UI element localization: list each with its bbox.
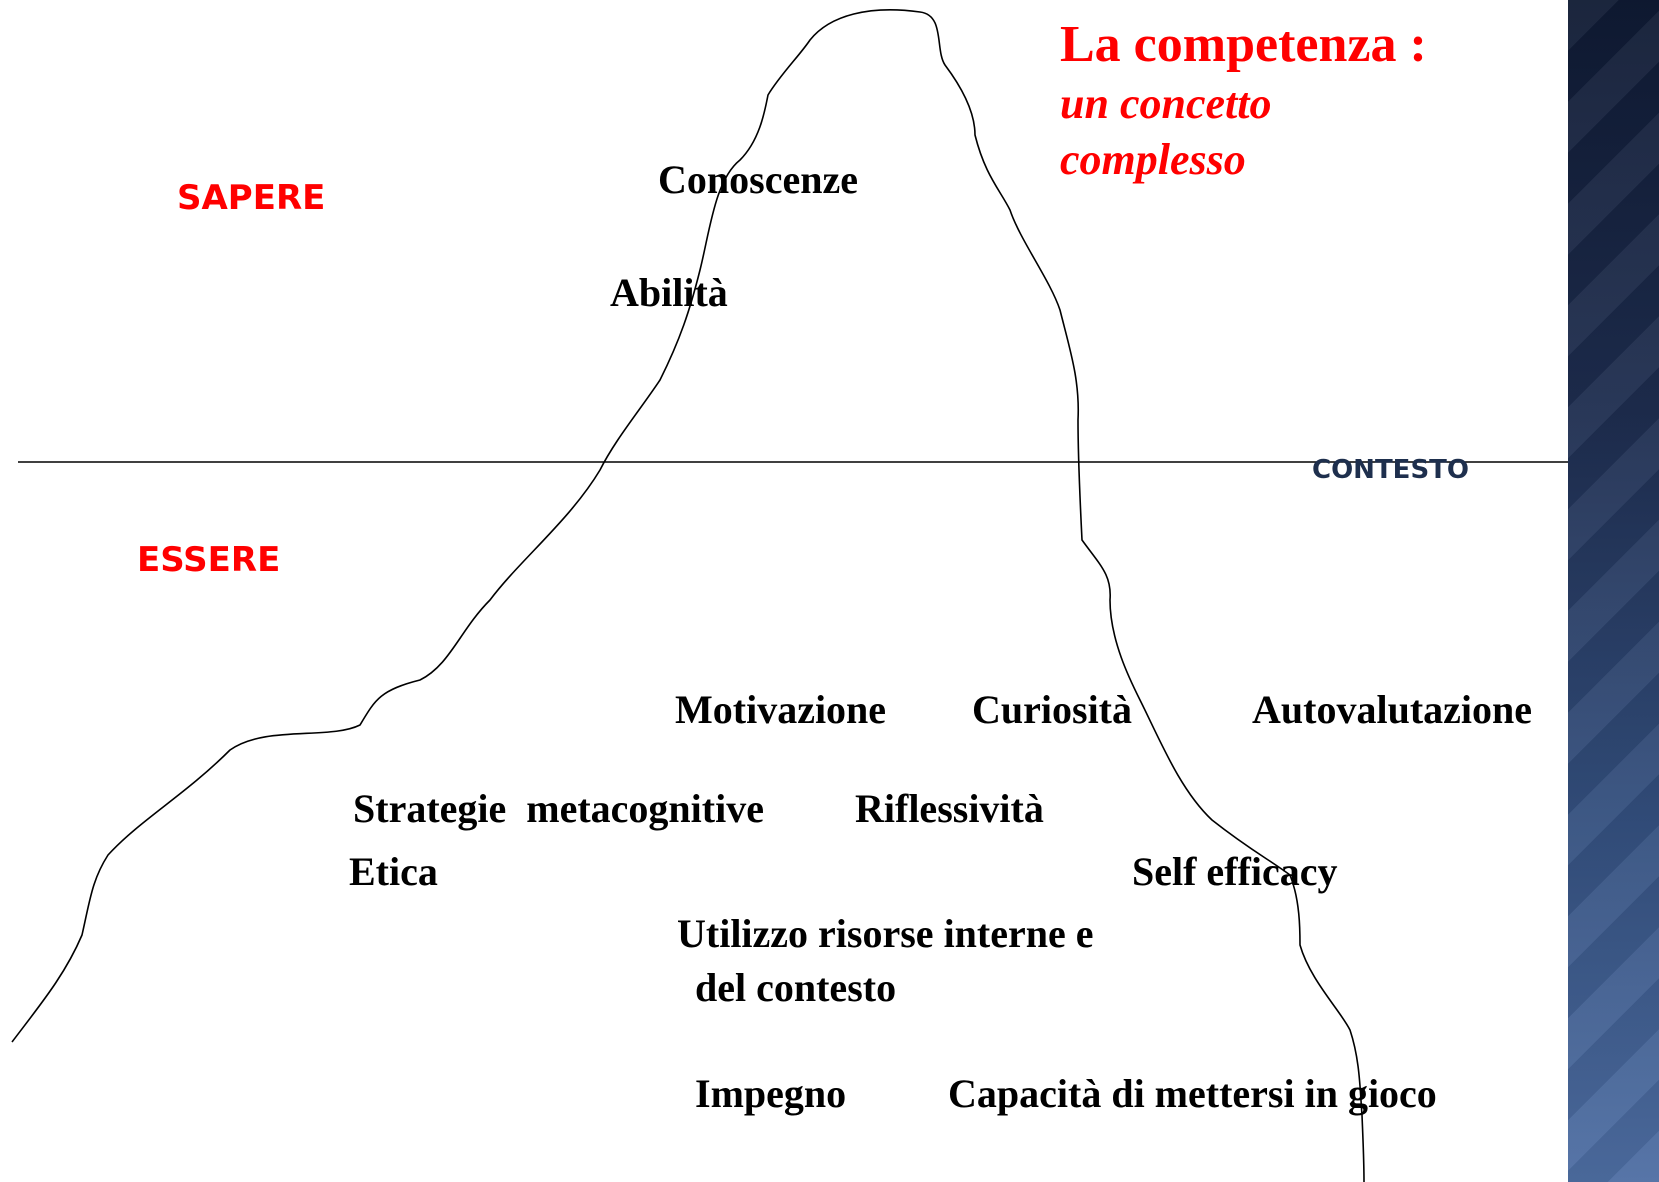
label-capacita-mettersi-in-gioco: Capacità di mettersi in gioco (948, 1071, 1437, 1116)
label-self-efficacy: Self efficacy (1132, 849, 1338, 894)
diagram-subtitle-line2: complesso (1060, 135, 1246, 184)
side-decoration-band (1568, 0, 1659, 1182)
label-etica: Etica (349, 849, 438, 894)
label-utilizzo-risorse-line2: del contesto (695, 965, 897, 1010)
label-abilita: Abilità (610, 270, 728, 315)
diagram-title: La competenza : (1060, 16, 1427, 73)
iceberg-outline (11, 9, 1365, 1182)
label-impegno: Impegno (695, 1071, 847, 1116)
waterline-label-contesto: CONTESTO (1312, 455, 1470, 485)
label-riflessivita: Riflessività (855, 786, 1044, 831)
label-strategie-metacognitive: Strategie metacognitive (353, 786, 764, 831)
label-curiosita: Curiosità (972, 687, 1132, 732)
label-motivazione: Motivazione (675, 687, 887, 732)
diagram-subtitle-line1: un concetto (1060, 79, 1272, 128)
label-autovalutazione: Autovalutazione (1252, 687, 1532, 732)
label-utilizzo-risorse-line1: Utilizzo risorse interne e (677, 911, 1094, 956)
zone-label-sapere: SAPERE (177, 178, 326, 218)
label-conoscenze: Conoscenze (658, 157, 858, 202)
zone-label-essere: ESSERE (137, 540, 281, 580)
